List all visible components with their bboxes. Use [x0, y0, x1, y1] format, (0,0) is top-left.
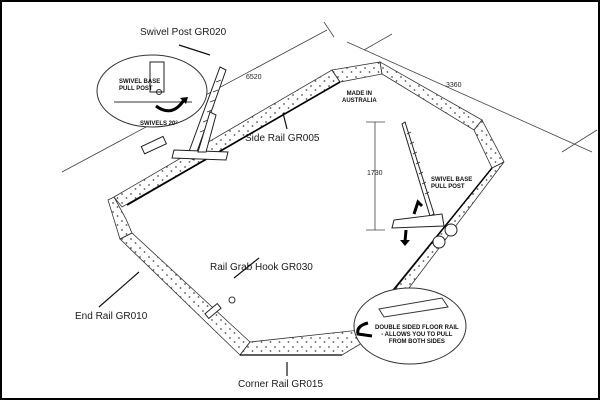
pointer-arrow-icon [356, 321, 373, 338]
rail-grab-hook [204, 296, 236, 320]
dimension-post-height: 1730 [367, 170, 383, 177]
swivel-inset-note: SWIVELS 20° [140, 121, 178, 127]
label-swivel-post: Swivel Post GR020 [140, 27, 227, 38]
swivel-post-left [140, 66, 229, 161]
swivel-arrow-icon [155, 99, 186, 113]
up-arrow-icon [412, 199, 424, 215]
dimension-width: 3360 [446, 82, 462, 89]
floor-rail-inset [353, 287, 467, 365]
left-end-rail [107, 196, 133, 240]
swivel-inset-caption: SWIVEL BASE PULL POST [119, 79, 161, 92]
dimension-line-width [346, 41, 593, 153]
dimension-length: 6520 [246, 74, 262, 81]
label-rail-grab-hook: Rail Grab Hook GR030 [210, 262, 313, 273]
label-side-rail: Side Rail GR005 [245, 133, 320, 144]
pull-post-caption: SWIVEL BASE PULL POST [431, 177, 473, 190]
origin-caption: MADE IN AUSTRALIA [342, 91, 377, 104]
corner-rail [239, 329, 373, 356]
leader-lines [98, 44, 288, 376]
swivel-post-right [391, 121, 458, 249]
floor-rail-caption: DOUBLE SIDED FLOOR RAIL - ALLOWS YOU TO … [375, 325, 459, 345]
rail-loop [107, 61, 505, 356]
right-corner-rail [473, 119, 505, 169]
end-rail [119, 232, 251, 356]
top-rail [331, 61, 383, 83]
label-end-rail: End Rail GR010 [75, 311, 148, 322]
swivel-inset [96, 54, 208, 128]
label-corner-rail: Corner Rail GR015 [238, 379, 324, 390]
